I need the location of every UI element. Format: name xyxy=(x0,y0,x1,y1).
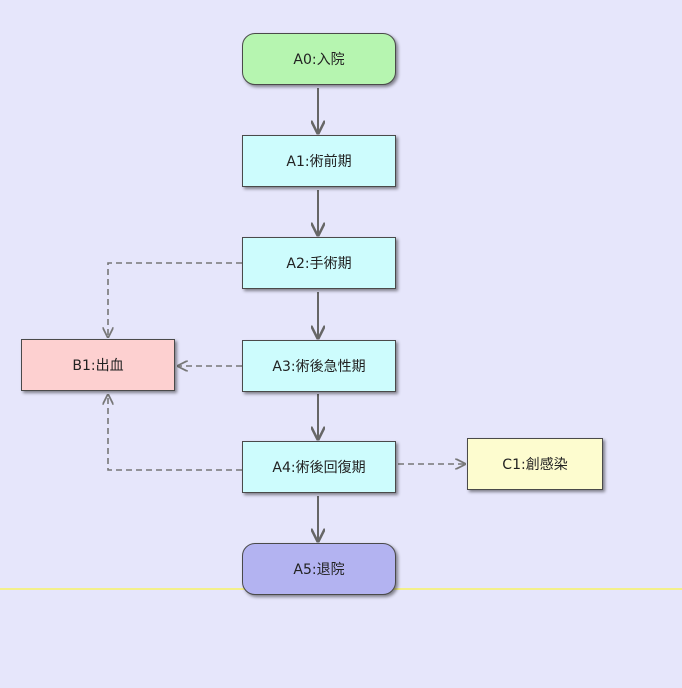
edge-a2-b1 xyxy=(108,262,242,337)
node-a4-label: A4:術後回復期 xyxy=(272,460,366,476)
edge-a4-b1 xyxy=(108,395,242,471)
node-a3-post-acute[interactable]: A3:術後急性期 xyxy=(242,340,396,392)
node-a1-label: A1:術前期 xyxy=(286,154,352,170)
node-a5-label: A5:退院 xyxy=(293,562,345,578)
node-b1-label: B1:出血 xyxy=(72,358,124,374)
node-a2-operative[interactable]: A2:手術期 xyxy=(242,237,396,289)
node-c1-label: C1:創感染 xyxy=(502,457,568,473)
node-a2-label: A2:手術期 xyxy=(286,256,352,272)
node-a1-preoperative[interactable]: A1:術前期 xyxy=(242,135,396,187)
node-b1-bleeding[interactable]: B1:出血 xyxy=(21,339,175,391)
node-a5-discharge[interactable]: A5:退院 xyxy=(242,543,396,595)
node-a3-label: A3:術後急性期 xyxy=(272,359,366,375)
node-c1-wound-infection[interactable]: C1:創感染 xyxy=(467,438,603,490)
node-a0-admission[interactable]: A0:入院 xyxy=(242,33,396,85)
node-a0-label: A0:入院 xyxy=(293,52,345,68)
node-a4-post-recovery[interactable]: A4:術後回復期 xyxy=(242,441,396,493)
